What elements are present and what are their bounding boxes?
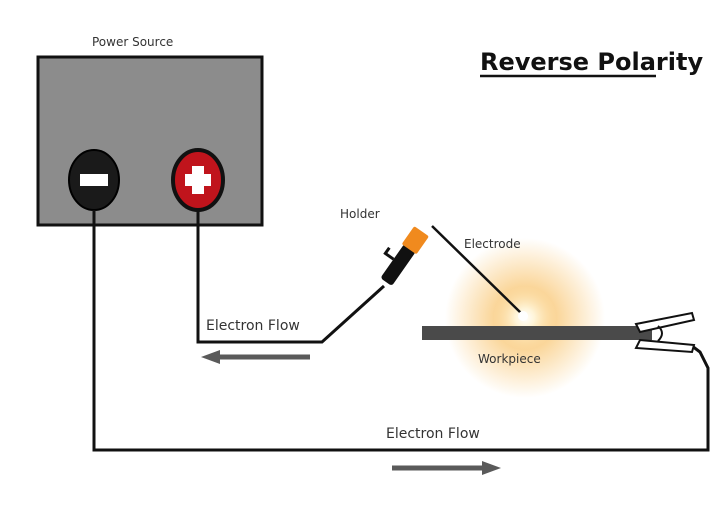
ground-clamp: [634, 311, 696, 354]
negative-terminal: [68, 149, 120, 211]
power-source-box: [36, 55, 264, 227]
power-source-label: Power Source: [92, 35, 173, 49]
workpiece-label: Workpiece: [478, 352, 541, 366]
positive-cable: [196, 210, 386, 344]
plus-icon: [185, 166, 211, 194]
electrode-holder: [381, 226, 429, 285]
electrode: [431, 225, 523, 315]
negative-cable: [92, 210, 710, 452]
electrode-label: Electrode: [464, 237, 521, 251]
electron-flow-lower-label: Electron Flow: [386, 426, 480, 442]
positive-terminal: [171, 148, 225, 212]
electron-flow-arrow-right: [392, 461, 501, 475]
diagram-title: Reverse Polarity: [480, 48, 703, 76]
electron-flow-arrow-left: [201, 350, 310, 364]
holder-label: Holder: [340, 207, 380, 221]
minus-icon: [80, 174, 108, 186]
electron-flow-upper-label: Electron Flow: [206, 318, 300, 334]
arc-point: [518, 311, 528, 321]
workpiece: [422, 326, 652, 340]
